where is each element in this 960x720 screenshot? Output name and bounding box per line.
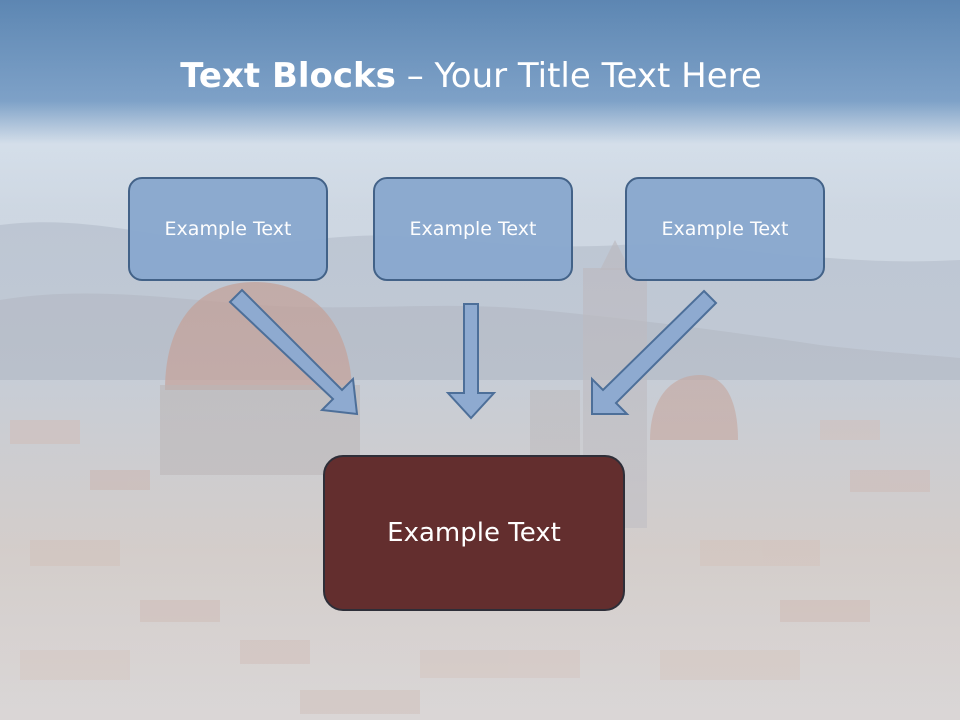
text-block-right[interactable]: Example Text [625, 177, 825, 281]
main-text-block[interactable]: Example Text [323, 455, 625, 611]
text-block-left[interactable]: Example Text [128, 177, 328, 281]
text-block-left-label: Example Text [164, 218, 292, 240]
text-block-center-label: Example Text [409, 218, 537, 240]
text-block-center[interactable]: Example Text [373, 177, 573, 281]
slide-title: Text Blocks – Your Title Text Here [0, 54, 942, 98]
main-text-block-label: Example Text [387, 518, 561, 548]
title-bold-text: Text Blocks [180, 56, 396, 96]
title-rest-text: Your Title Text Here [434, 56, 762, 96]
text-block-right-label: Example Text [661, 218, 789, 240]
title-dash: – [395, 56, 435, 96]
